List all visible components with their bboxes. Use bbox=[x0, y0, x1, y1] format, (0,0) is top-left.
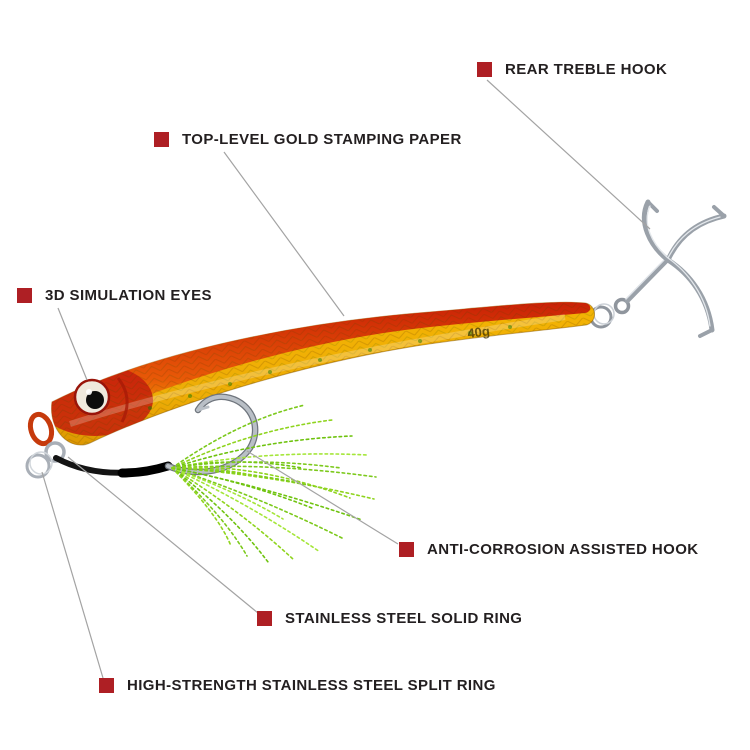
leader-line-solid-ring bbox=[67, 456, 259, 614]
callout-3d-simulation-eyes: 3D SIMULATION EYES bbox=[17, 287, 212, 304]
callout-label: REAR TREBLE HOOK bbox=[505, 61, 668, 78]
rear-treble-hook-part bbox=[589, 199, 727, 338]
bullet-icon bbox=[17, 288, 32, 303]
lure-eye bbox=[73, 378, 111, 416]
bullet-icon bbox=[154, 132, 169, 147]
callout-label: HIGH-STRENGTH STAINLESS STEEL SPLIT RING bbox=[127, 677, 496, 694]
callout-gold-stamping-paper: TOP-LEVEL GOLD STAMPING PAPER bbox=[154, 131, 462, 148]
callout-label: ANTI-CORROSION ASSISTED HOOK bbox=[427, 541, 699, 558]
callout-stainless-steel-split-ring: HIGH-STRENGTH STAINLESS STEEL SPLIT RING bbox=[99, 677, 496, 694]
bullet-icon bbox=[399, 542, 414, 557]
stainless-split-ring bbox=[25, 453, 51, 479]
weight-marking: 40g bbox=[467, 323, 491, 341]
bullet-icon bbox=[477, 62, 492, 77]
leader-line-split-ring bbox=[41, 471, 104, 679]
gill-line bbox=[116, 377, 129, 423]
callout-stainless-steel-solid-ring: STAINLESS STEEL SOLID RING bbox=[257, 610, 522, 627]
callout-anti-corrosion-assisted-hook: ANTI-CORROSION ASSISTED HOOK bbox=[399, 541, 699, 558]
leader-line-rear-treble-hook bbox=[486, 79, 651, 230]
callout-rear-treble-hook: REAR TREBLE HOOK bbox=[477, 61, 667, 78]
callout-label: 3D SIMULATION EYES bbox=[45, 287, 212, 304]
bullet-icon bbox=[257, 611, 272, 626]
callout-label: STAINLESS STEEL SOLID RING bbox=[285, 610, 523, 627]
lure-body: 40g bbox=[51, 301, 595, 446]
callout-label: TOP-LEVEL GOLD STAMPING PAPER bbox=[182, 131, 462, 148]
leader-line-eyes bbox=[57, 307, 88, 381]
leader-line-gold-stamping bbox=[223, 151, 345, 317]
flash-skirt bbox=[171, 404, 377, 563]
leader-line-assist-hook bbox=[246, 450, 399, 545]
cord-wrap bbox=[117, 461, 173, 478]
bullet-icon bbox=[99, 678, 114, 693]
nose-solid-ring bbox=[27, 411, 55, 447]
stainless-solid-ring bbox=[44, 441, 66, 463]
